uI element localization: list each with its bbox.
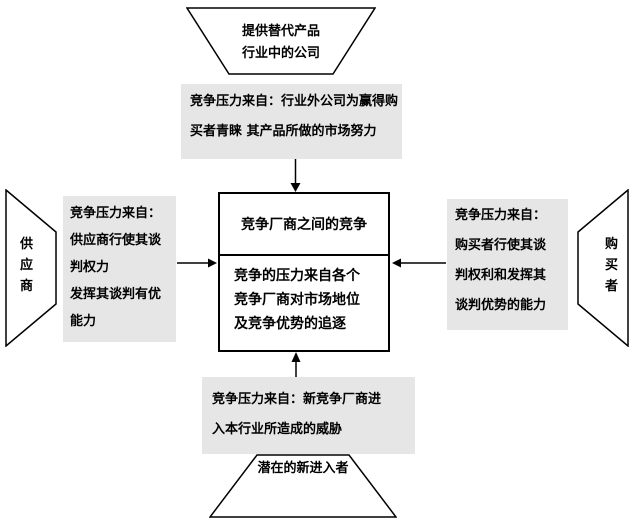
entrants-pressure-arrow-up-icon xyxy=(291,352,301,377)
rivalry-title: 竞争厂商之间的竞争 xyxy=(220,194,388,256)
suppliers-pressure-arrow-right-icon xyxy=(177,258,217,268)
rivalry-body: 竞争的压力来自各个 竞争厂商对市场地位 及竞争优势的追逐 xyxy=(220,256,388,336)
buyers-pressure-line: 谈判优势的能力 xyxy=(455,298,547,313)
substitutes-shape: 提供替代产品 行业中的公司 xyxy=(186,7,376,75)
rivalry-box: 竞争厂商之间的竞争 竞争的压力来自各个 竞争厂商对市场地位 及竞争优势的追逐 xyxy=(218,192,390,352)
substitutes-label: 提供替代产品 行业中的公司 xyxy=(186,21,376,65)
suppliers-pressure-line: 竞争压力来自： xyxy=(70,206,162,221)
substitutes-label-line: 行业中的公司 xyxy=(241,46,320,61)
suppliers-pressure-box: 竞争压力来自： 供应商行使其谈 判权力 发挥其谈判有优 能力 xyxy=(63,196,176,342)
suppliers-trapezoid-icon xyxy=(5,189,57,347)
suppliers-pressure-line: 能力 xyxy=(70,314,97,329)
buyers-label: 购买者 xyxy=(602,236,617,300)
suppliers-shape: 供应商 xyxy=(5,189,57,347)
suppliers-pressure-line: 供应商行使其谈 xyxy=(70,233,162,248)
entrants-pressure-line: 入本行业所造成的威胁 xyxy=(212,422,343,437)
buyers-pressure-line: 判权利和发挥其 xyxy=(455,268,547,283)
buyers-pressure-box: 竞争压力来自： 购买者行使其谈 判权利和发挥其 谈判优势的能力 xyxy=(447,199,568,330)
buyers-pressure-arrow-left-icon xyxy=(392,258,446,268)
buyers-pressure-line: 购买者行使其谈 xyxy=(455,238,547,253)
substitutes-pressure-box: 竞争压力来自：行业外公司为赢得购 买者青睐 其产品所做的市场努力 xyxy=(181,84,402,159)
entrants-trapezoid-icon xyxy=(209,454,397,518)
suppliers-pressure-line: 判权力 xyxy=(70,260,110,275)
entrants-pressure-line: 竞争压力来自：新竞争厂商进 xyxy=(212,392,382,407)
substitutes-label-line: 提供替代产品 xyxy=(241,24,320,39)
suppliers-label: 供应商 xyxy=(17,236,32,300)
rivalry-body-line: 及竞争优势的追逐 xyxy=(234,316,346,332)
entrants-label: 潜在的新进入者 xyxy=(257,461,349,476)
buyers-shape: 购买者 xyxy=(577,189,629,347)
rivalry-body-line: 竞争厂商对市场地位 xyxy=(234,292,360,308)
rivalry-body-line: 竞争的压力来自各个 xyxy=(234,268,360,284)
substitutes-trapezoid-icon xyxy=(186,7,376,75)
substitutes-pressure-line: 买者青睐 其产品所做的市场努力 xyxy=(190,124,377,139)
suppliers-pressure-line: 发挥其谈判有优 xyxy=(70,287,162,302)
buyers-trapezoid-icon xyxy=(577,189,629,347)
entrants-shape: 潜在的新进入者 xyxy=(209,454,397,518)
entrants-pressure-box: 竞争压力来自：新竞争厂商进 入本行业所造成的威胁 xyxy=(202,377,415,454)
substitutes-pressure-arrow-down-icon xyxy=(290,159,301,192)
buyers-pressure-line: 竞争压力来自： xyxy=(455,208,547,223)
substitutes-pressure-line: 竞争压力来自：行业外公司为赢得购 xyxy=(190,94,399,109)
